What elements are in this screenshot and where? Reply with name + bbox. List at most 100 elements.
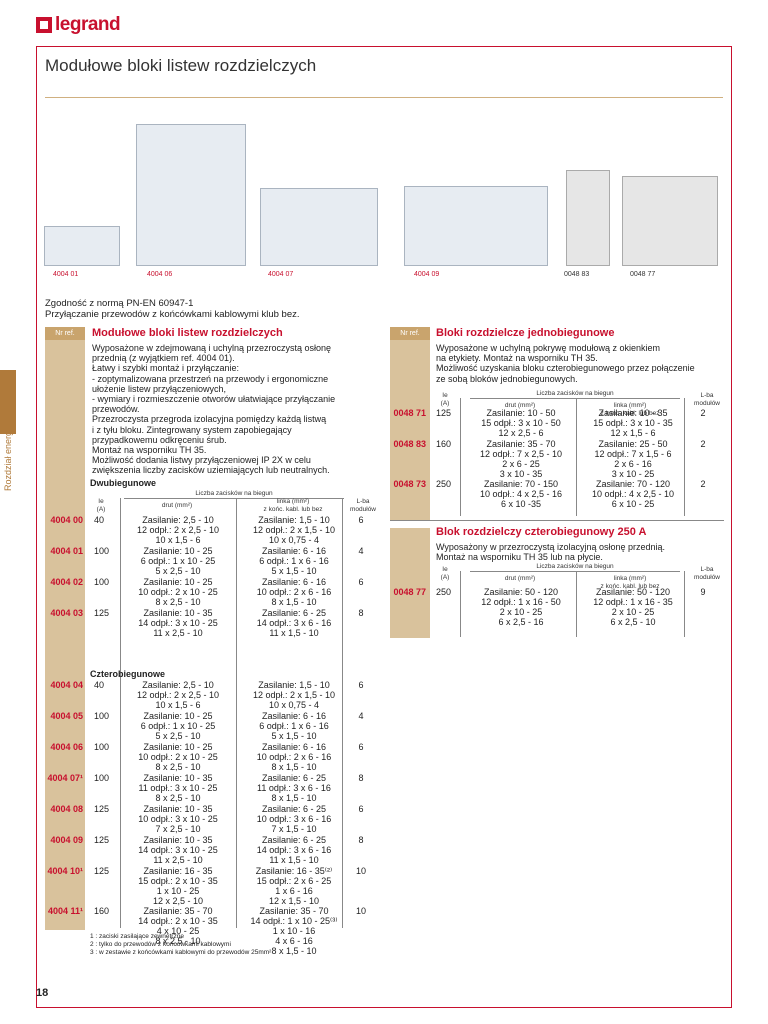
- cell-mod: 2: [700, 439, 706, 449]
- col-divider: [236, 498, 237, 928]
- cell-c2: Zasilanie: 6 - 16 6 odpł.: 1 x 6 - 16 5 …: [259, 546, 329, 576]
- cell-ref: 4004 06: [50, 742, 83, 752]
- cell-ie: 160: [94, 906, 110, 916]
- cell-ie: 125: [94, 804, 110, 814]
- compliance-note: Zgodność z normą PN-EN 60947-1 Przyłącza…: [45, 298, 300, 320]
- cell-ref: 4004 11¹: [47, 906, 83, 916]
- product-caption: 0048 83: [564, 271, 590, 278]
- cell-mod: 4: [358, 711, 364, 721]
- lba-header: L-ba modułów: [349, 498, 376, 513]
- product-caption: 4004 06: [147, 271, 173, 278]
- cell-c1: Zasilanie: 10 - 25 6 odpł.: 1 x 10 - 25 …: [140, 711, 216, 741]
- dwubiegunowe-heading: Dwubiegunowe: [90, 478, 156, 488]
- cell-c1: Zasilanie: 10 - 35 10 odpł.: 3 x 10 - 25…: [138, 804, 218, 834]
- legrand-logo: legrand: [36, 14, 121, 36]
- cell-c1: Zasilanie: 2,5 - 10 12 odpł.: 2 x 2,5 - …: [136, 515, 220, 545]
- right-drut-header: drut (mm²): [504, 402, 536, 409]
- cell-ref: 4004 01: [50, 546, 83, 556]
- cell-c2: Zasilanie: 6 - 25 10 odpł.: 3 x 6 - 16 7…: [256, 804, 332, 834]
- page-title: Modułowe bloki listew rozdzielczych: [45, 56, 317, 75]
- cell-ie: 100: [94, 742, 110, 752]
- cell-ref: 4004 04: [50, 680, 83, 690]
- cell-ie: 250: [436, 587, 452, 597]
- side-tab: [0, 370, 16, 434]
- product-caption: 4004 01: [53, 271, 79, 278]
- cell-c2: Zasilanie: 6 - 25 14 odpł.: 3 x 6 - 16 1…: [256, 608, 332, 638]
- cell-c1: Zasilanie: 10 - 35 14 odpł.: 3 x 10 - 25…: [138, 608, 218, 638]
- cell-ref: 4004 03: [50, 608, 83, 618]
- cell-mod: 8: [358, 835, 364, 845]
- logo-text: legrand: [55, 14, 121, 35]
- cell-c2: Zasilanie: 6 - 16 6 odpł.: 1 x 6 - 16 5 …: [259, 711, 329, 741]
- cell-c2: Zasilanie: 25 - 50 12 odpł.: 7 x 1,5 - 6…: [594, 439, 672, 479]
- cell-ref: 4004 09: [50, 835, 83, 845]
- title-divider: [45, 97, 723, 98]
- col-divider: [120, 498, 121, 928]
- cell-ie: 125: [94, 866, 110, 876]
- cell-ref: 0048 73: [393, 479, 426, 489]
- cell-c2: Zasilanie: 6 - 16 10 odpł.: 2 x 6 - 16 8…: [256, 742, 332, 772]
- header-rule: [470, 398, 680, 399]
- cell-mod: 6: [358, 577, 364, 587]
- cell-mod: 9: [700, 587, 706, 597]
- header-rule: [470, 571, 680, 572]
- right-section-title-1: Bloki rozdzielcze jednobiegunowe: [436, 327, 615, 339]
- cell-c1: Zasilanie: 50 - 120 12 odpł.: 1 x 16 - 5…: [481, 587, 561, 627]
- legrand-logo-icon: [36, 17, 52, 33]
- cell-c2: Zasilanie: 10 - 35 15 odpł.: 3 x 10 - 35…: [593, 408, 673, 438]
- cell-ref: 0048 83: [393, 439, 426, 449]
- right-linka-header: linka (mm²) z końc. kabl. lub bez: [600, 402, 660, 417]
- col-divider: [460, 571, 461, 637]
- product-caption: 0048 77: [630, 271, 656, 278]
- cell-c1: Zasilanie: 10 - 35 11 odpł.: 3 x 10 - 25…: [138, 773, 218, 803]
- linka-header: linka (mm²) z końc. kabl. lub bez: [263, 498, 323, 513]
- page-frame: [36, 46, 732, 1008]
- cell-c2: Zasilanie: 35 - 70 14 odpł.: 1 x 10 - 25…: [250, 906, 338, 956]
- cell-c2: Zasilanie: 16 - 35⁽²⁾ 15 odpł.: 2 x 6 - …: [255, 866, 333, 906]
- col-divider: [684, 398, 685, 516]
- cell-mod: 6: [358, 804, 364, 814]
- header-rule: [124, 498, 344, 499]
- right-section-title-2: Blok rozdzielczy czterobiegunowy 250 A: [436, 526, 647, 538]
- right2-liczba-header: Liczba zacisków na biegun: [536, 563, 614, 570]
- cell-mod: 2: [700, 479, 706, 489]
- right-ref-column-2: [390, 528, 430, 638]
- cell-ref: 4004 00: [50, 515, 83, 525]
- cell-c2: Zasilanie: 70 - 120 10 odpł.: 4 x 2,5 - …: [591, 479, 675, 509]
- cell-ie: 40: [94, 515, 105, 525]
- cell-c1: Zasilanie: 10 - 35 14 odpł.: 3 x 10 - 25…: [138, 835, 218, 865]
- product-image-400401: [44, 226, 120, 266]
- cell-mod: 10: [355, 866, 366, 876]
- cell-ref: 4004 05: [50, 711, 83, 721]
- cell-ie: 125: [436, 408, 452, 418]
- left-ref-column: [45, 340, 85, 930]
- product-image-004883: [566, 170, 610, 266]
- cell-c2: Zasilanie: 1,5 - 10 12 odpł.: 2 x 1,5 - …: [252, 680, 336, 710]
- col-divider: [460, 398, 461, 516]
- cell-c2: Zasilanie: 6 - 25 14 odpł.: 3 x 6 - 16 1…: [256, 835, 332, 865]
- product-image-004877: [622, 176, 718, 266]
- col-divider: [576, 571, 577, 637]
- product-image-400406: [136, 124, 246, 266]
- cell-ie: 100: [94, 546, 110, 556]
- cell-c1: Zasilanie: 10 - 25 6 odpł.: 1 x 10 - 25 …: [140, 546, 216, 576]
- col-divider: [576, 398, 577, 516]
- drut-header: drut (mm²): [161, 502, 193, 509]
- cell-mod: 6: [358, 680, 364, 690]
- cell-c1: Zasilanie: 35 - 70 12 odpł.: 7 x 2,5 - 1…: [479, 439, 563, 479]
- side-label: Rozdział energii: [3, 426, 14, 492]
- cell-ie: 160: [436, 439, 452, 449]
- cell-ie: 100: [94, 577, 110, 587]
- cell-c1: Zasilanie: 10 - 25 10 odpł.: 2 x 10 - 25…: [138, 577, 218, 607]
- cell-c2: Zasilanie: 1,5 - 10 12 odpł.: 2 x 1,5 - …: [252, 515, 336, 545]
- cell-ref: 0048 71: [393, 408, 426, 418]
- right-ref-column: [390, 340, 430, 520]
- right-lba-header: L-ba modułów: [693, 392, 720, 407]
- right-nr-ref-header: Nr ref.: [390, 327, 430, 340]
- product-caption: 4004 09: [414, 271, 440, 278]
- cell-c1: Zasilanie: 2,5 - 10 12 odpł.: 2 x 2,5 - …: [136, 680, 220, 710]
- right-ie-header: Ie (A): [440, 392, 450, 407]
- section-rule: [390, 520, 724, 521]
- right2-lba-header: L-ba modułów: [693, 566, 720, 581]
- cell-mod: 6: [358, 742, 364, 752]
